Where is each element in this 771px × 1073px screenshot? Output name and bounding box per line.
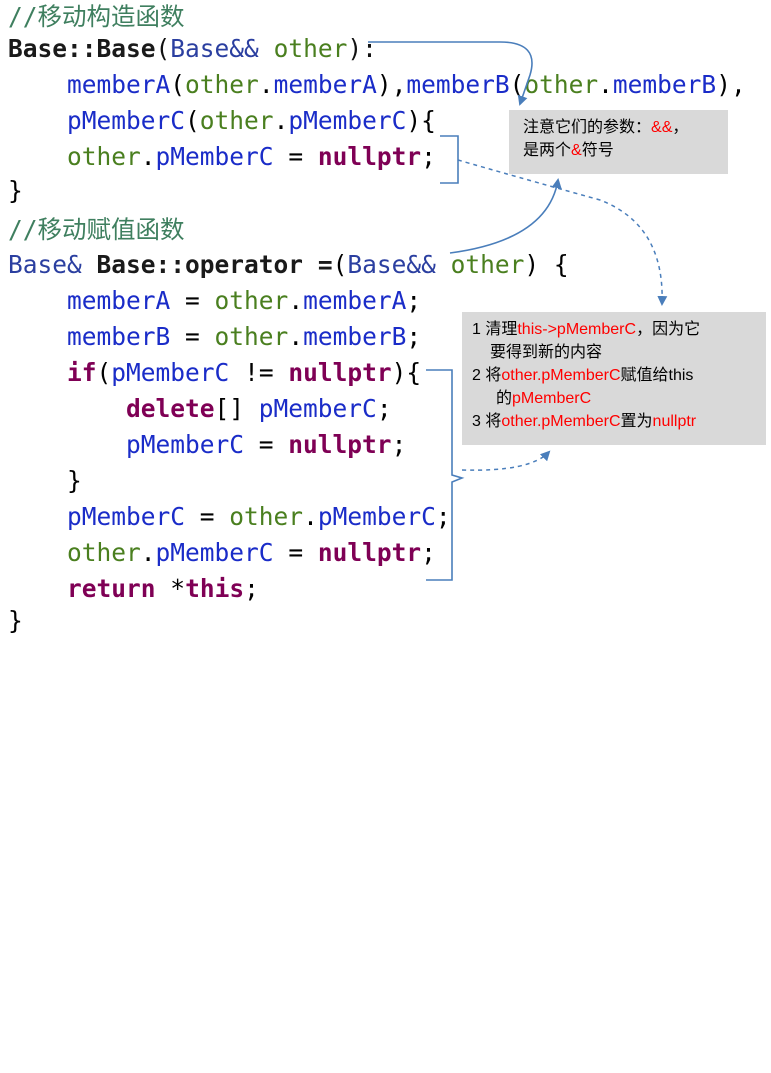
step-1-cont: 要得到新的内容 — [490, 344, 603, 361]
brace-assign-body — [426, 369, 465, 581]
reset-other-pointer: other.pMemberC = nullptr; — [67, 538, 436, 567]
annotation-arrows — [368, 41, 668, 581]
return-statement: return *this; — [67, 574, 259, 603]
arrow-assign-param — [449, 178, 562, 254]
assign-memberB: memberB = other.memberB; — [67, 322, 422, 351]
if-statement: if(pMemberC != nullptr){ — [67, 358, 422, 387]
brace-ctor-body — [440, 135, 459, 184]
step-2-cont: 的pMemberC — [496, 390, 592, 407]
if-close-brace: } — [67, 466, 82, 495]
step-3: 3 将other.pMemberC置为nullptr — [472, 413, 697, 430]
dotted-link-assign — [461, 450, 551, 471]
callout-params-line1: 注意它们的参数：&&， — [523, 119, 689, 136]
delete-statement: delete[] pMemberC; — [126, 394, 392, 423]
callout-params-line2: 是两个&符号 — [523, 142, 614, 159]
comment-move-ctor: //移动构造函数 — [8, 2, 185, 31]
assign-memberA: memberA = other.memberA; — [67, 286, 422, 315]
step-2: 2 将other.pMemberC赋值给this — [472, 367, 694, 384]
dotted-link-ctor — [457, 159, 668, 306]
code-editor: //移动构造函数 Base::Base(Base&& other): membe… — [8, 2, 746, 635]
step-1: 1 清理this->pMemberC，因为它 — [472, 321, 701, 338]
ctor-body-reset: other.pMemberC = nullptr; — [67, 142, 436, 171]
comment-move-assign: //移动赋值函数 — [8, 215, 185, 244]
steal-pointer: pMemberC = other.pMemberC; — [67, 502, 451, 531]
inner-null-assign: pMemberC = nullptr; — [126, 430, 407, 459]
arrow-ctor-param — [368, 41, 533, 106]
assign-close-brace: } — [8, 606, 23, 635]
ctor-signature: Base::Base(Base&& other): — [8, 34, 377, 63]
assign-signature: Base& Base::operator =(Base&& other) { — [8, 250, 569, 279]
ctor-close-brace: } — [8, 176, 23, 205]
ctor-init-list-1: memberA(other.memberA),memberB(other.mem… — [67, 70, 746, 99]
ctor-init-list-2: pMemberC(other.pMemberC){ — [67, 106, 436, 135]
callout-steps-note: 1 清理this->pMemberC，因为它 要得到新的内容 2 将other.… — [462, 312, 766, 445]
callout-params-note: 注意它们的参数：&&， 是两个&符号 — [509, 110, 728, 174]
